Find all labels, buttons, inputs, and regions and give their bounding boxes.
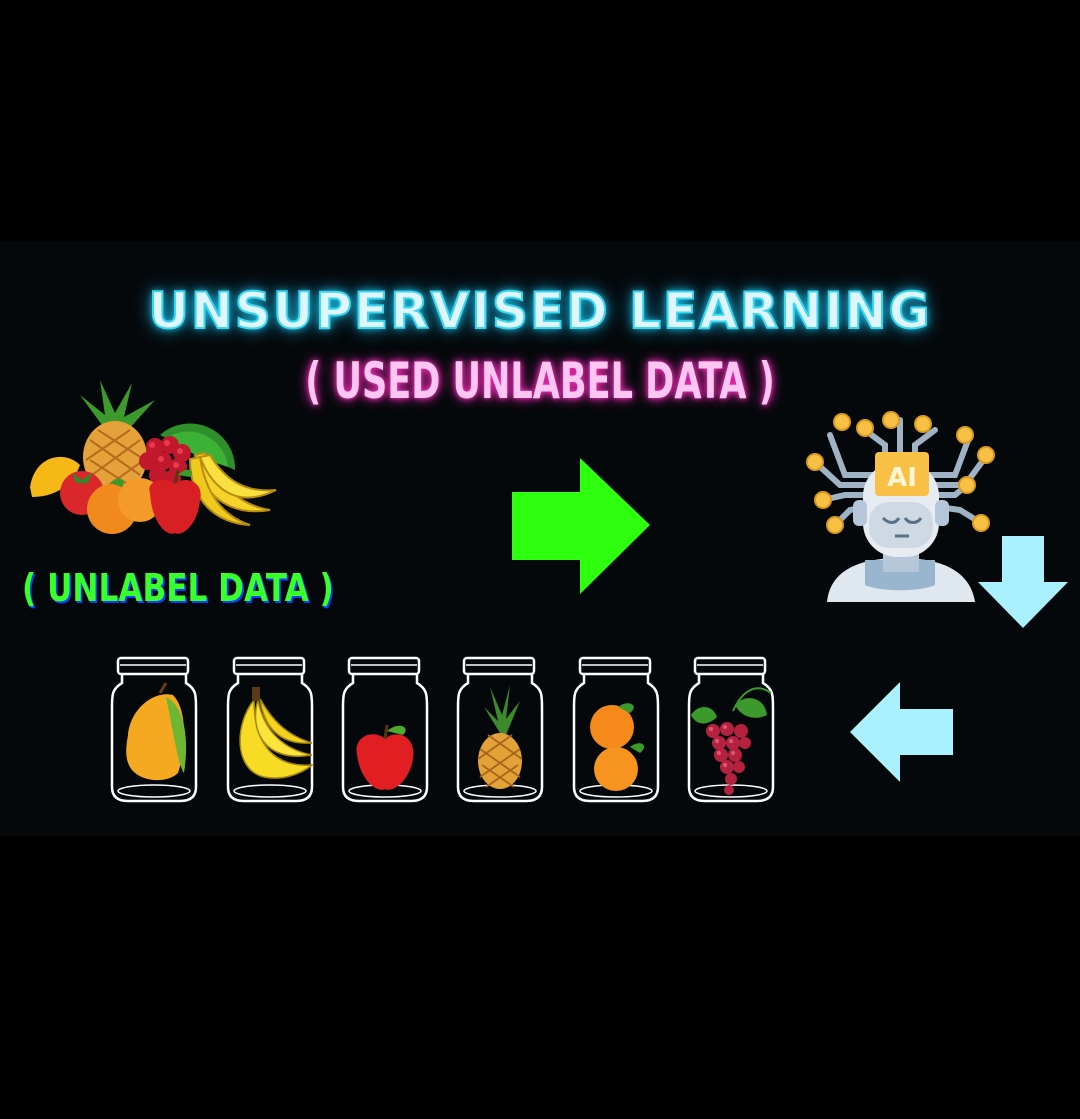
mango-jar-icon [110, 656, 198, 803]
unlabel-data-caption: ( UNLABEL DATA ) [22, 566, 334, 610]
banana-jar-icon [226, 656, 315, 803]
pineapple-jar-icon [456, 656, 544, 803]
grape-jar-icon [687, 656, 775, 803]
jar-row [110, 656, 775, 803]
ai-robot-icon: AI [806, 411, 995, 602]
subtitle: ( USED UNLABEL DATA ) [305, 352, 775, 410]
right-arrow-icon [512, 458, 650, 594]
orange-jar-icon [572, 656, 660, 803]
title: UNSUPERVISED LEARNING [147, 281, 932, 341]
ai-chip-label: AI [887, 463, 917, 493]
fruit-pile-icon [30, 380, 277, 534]
left-arrow-icon [850, 682, 953, 782]
apple-jar-icon [341, 656, 429, 803]
down-arrow-icon [978, 536, 1068, 628]
